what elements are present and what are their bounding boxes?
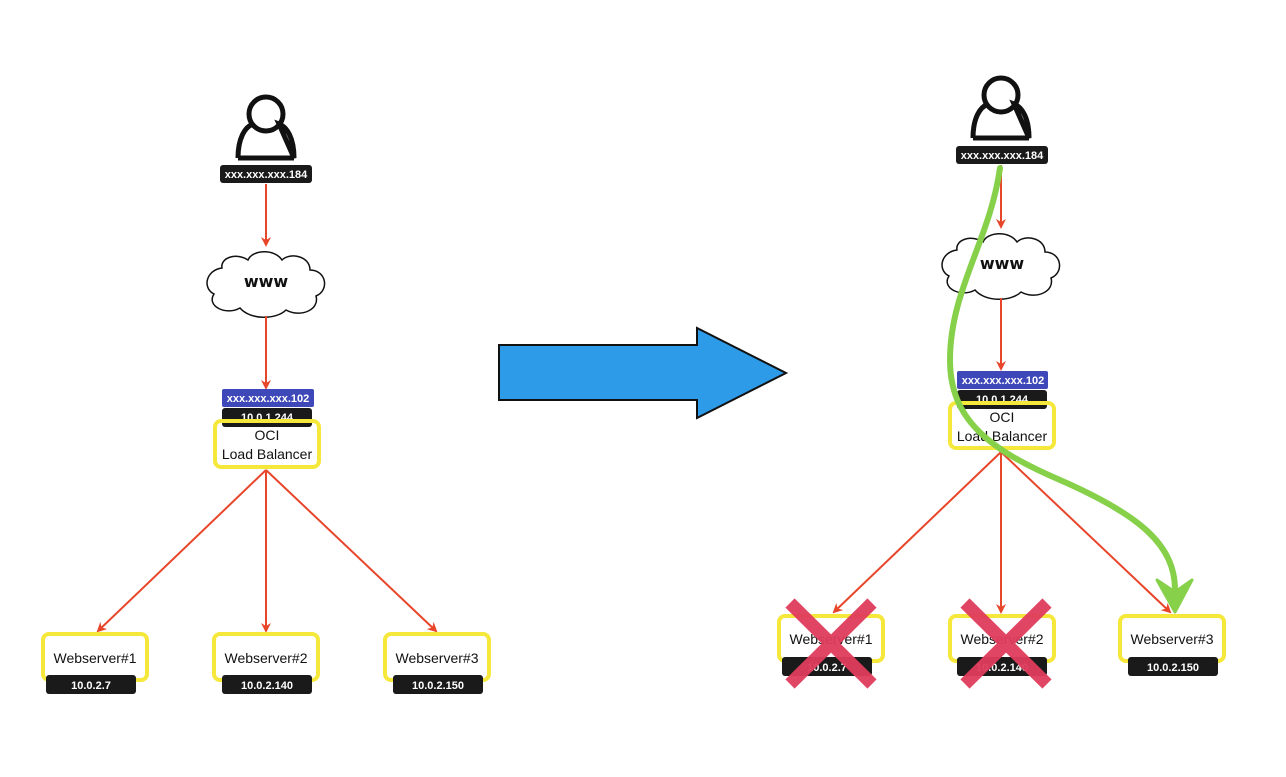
- after-panel: xxx.xxx.xxx.184 www xxx.xxx.xxx.102 10.0…: [777, 75, 1226, 689]
- lb-public-ip-label: xxx.xxx.xxx.102: [962, 375, 1045, 387]
- lb-label-line2: Load Balancer: [222, 446, 313, 462]
- server-ip-tag: [222, 675, 312, 694]
- server-name: Webserver#3: [1130, 631, 1213, 647]
- server-node: Webserver#1 10.0.2.7: [41, 632, 149, 694]
- lb-label-line2: Load Balancer: [957, 428, 1048, 444]
- connector-lb-to-server-1: [832, 451, 1002, 614]
- lb-label-line1: OCI: [255, 427, 280, 443]
- user-icon: [970, 75, 1032, 141]
- server-name: Webserver#3: [395, 650, 478, 666]
- transition-arrow: [498, 326, 789, 420]
- server-ip-label: 10.0.2.140: [241, 680, 293, 692]
- server-ip-tag: [46, 675, 136, 694]
- failure-x-icon: [785, 598, 877, 689]
- lb-public-ip-tag: [222, 389, 314, 407]
- lb-label-line1: OCI: [990, 409, 1015, 425]
- server-name: Webserver#1: [53, 650, 136, 666]
- server-name: Webserver#2: [224, 650, 307, 666]
- server-node: Webserver#2 10.0.2.140: [212, 632, 320, 694]
- failover-path-arrow: [946, 165, 1178, 593]
- server-ip-tag: [393, 675, 483, 694]
- server-ip-label: 10.0.2.7: [71, 680, 111, 692]
- user-ip-tag: [220, 165, 312, 183]
- connector-lb-to-server-3: [1000, 451, 1172, 614]
- failure-x-icon: [960, 598, 1052, 689]
- internet-cloud-icon: [206, 251, 326, 318]
- connector-lb-to-server-1: [96, 469, 267, 633]
- lb-public-ip-tag: [957, 371, 1048, 389]
- internet-label: www: [980, 254, 1025, 273]
- server-node: Webserver#3 10.0.2.150: [1118, 614, 1226, 676]
- server-ip-tag: [1128, 657, 1218, 676]
- lb-public-ip-label: xxx.xxx.xxx.102: [227, 393, 310, 405]
- failover-path-arrowhead: [1155, 578, 1194, 614]
- server-node: Webserver#3 10.0.2.150: [383, 632, 491, 694]
- server-ip-label: 10.0.2.150: [412, 680, 464, 692]
- load-balancer-node: [213, 419, 321, 469]
- server-ip-label: 10.0.2.150: [1147, 662, 1199, 674]
- user-icon: [235, 94, 297, 161]
- user-ip-tag: [956, 146, 1048, 164]
- user-ip-label: xxx.xxx.xxx.184: [225, 169, 308, 181]
- connector-lb-to-server-3: [265, 469, 438, 633]
- internet-label: www: [244, 272, 289, 291]
- user-ip-label: xxx.xxx.xxx.184: [961, 150, 1044, 162]
- before-panel: xxx.xxx.xxx.184 www xxx.xxx.xxx.102 10.0…: [41, 94, 491, 694]
- internet-cloud-icon: [941, 233, 1061, 300]
